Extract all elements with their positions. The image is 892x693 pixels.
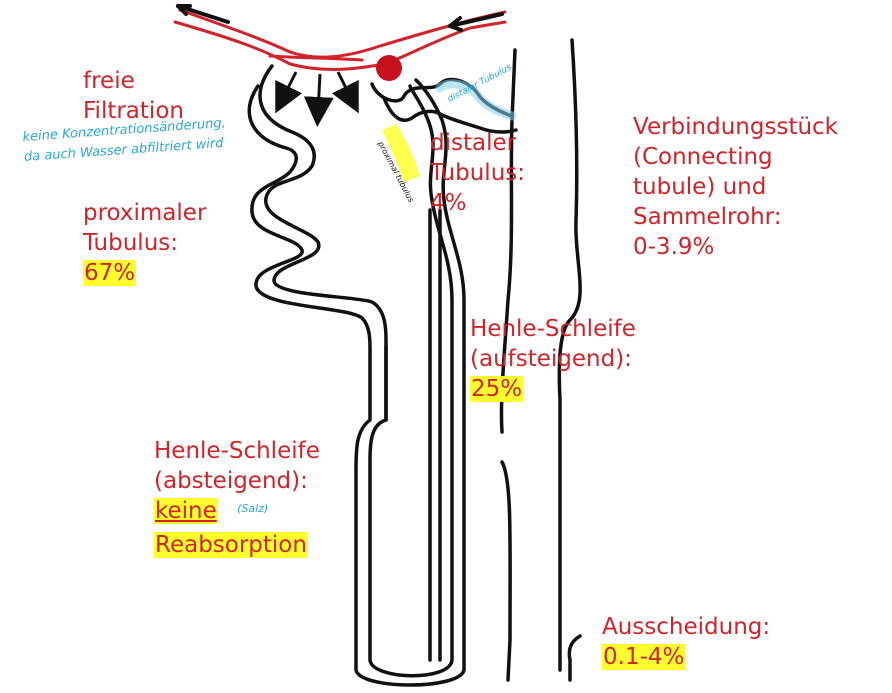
label-excretion-value: 0.1-4%	[602, 644, 686, 670]
label-connecting-line1: Verbindungsstück	[633, 114, 839, 140]
proximal-highlight	[382, 124, 420, 182]
label-proximal-tubulus: proximaler Tubulus: 67%	[83, 198, 206, 288]
label-proximal-line1: proximaler	[83, 200, 207, 226]
filtration-arrows	[275, 71, 359, 127]
label-henle-desc-value2: Reabsorption	[154, 532, 308, 558]
label-henle-ascending: Henle-Schleife (aufsteigend): 25%	[470, 314, 636, 404]
flow-arrows	[176, 4, 504, 32]
label-connecting-line3: tubule) und	[633, 174, 767, 200]
salt-note: (Salz)	[237, 502, 269, 515]
label-distal-value: 4%	[430, 190, 467, 216]
label-excretion: Ausscheidung: 0.1-4%	[602, 612, 770, 672]
label-connecting-line4: Sammelrohr:	[633, 204, 782, 230]
label-filtration: freie Filtration	[83, 66, 184, 126]
label-henle-asc-value: 25%	[470, 376, 524, 402]
glomerulus-red-dot	[376, 55, 402, 81]
label-filtration-line2: Filtration	[83, 98, 184, 124]
blood-vessel	[173, 8, 507, 71]
label-proximal-line2: Tubulus:	[83, 230, 179, 256]
label-proximal-value: 67%	[83, 260, 137, 286]
label-excretion-line1: Ausscheidung:	[602, 614, 771, 640]
label-connecting-value: 0-3.9%	[633, 234, 715, 260]
label-distal-line2: Tubulus:	[430, 160, 526, 186]
label-henle-desc-line1: Henle-Schleife	[154, 438, 320, 464]
label-henle-desc-line2: (absteigend):	[154, 468, 308, 494]
label-distal-line1: distaler	[430, 130, 517, 156]
label-henle-desc-value1: keine	[154, 498, 218, 524]
label-connecting-tubule: Verbindungsstück (Connecting tubule) und…	[633, 112, 838, 262]
label-henle-descending: Henle-Schleife (absteigend): keine (Salz…	[154, 436, 320, 560]
label-connecting-line2: (Connecting	[633, 144, 773, 170]
label-henle-asc-line2: (aufsteigend):	[470, 346, 632, 372]
label-filtration-line1: freie	[83, 68, 135, 94]
distal-blue-marking	[435, 79, 517, 121]
label-distal-tubulus: distaler Tubulus: 4%	[430, 128, 525, 218]
label-henle-asc-line1: Henle-Schleife	[470, 316, 636, 342]
